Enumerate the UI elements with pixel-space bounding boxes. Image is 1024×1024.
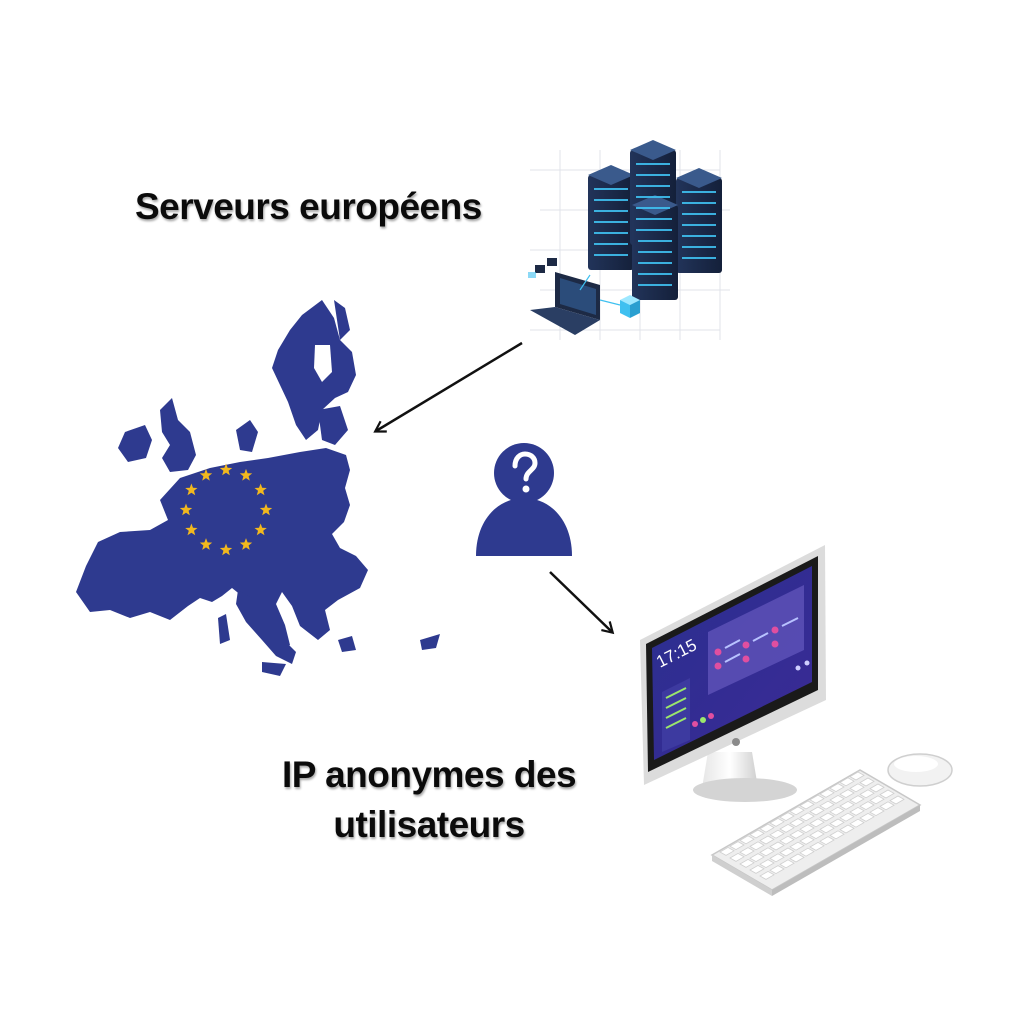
keyboard-key: [829, 794, 845, 804]
keyboard-icon: [710, 769, 922, 896]
desktop-computer-icon: [640, 545, 826, 802]
eu-stars: [179, 463, 273, 556]
keyboard-key: [799, 835, 815, 845]
keyboard-key: [739, 858, 755, 868]
keyboard-key: [829, 783, 845, 793]
keyboard-key: [759, 847, 775, 857]
eu-star-icon: [185, 523, 198, 536]
keyboard-key: [839, 812, 855, 822]
keyboard-key: [879, 789, 895, 799]
keyboard-key: [809, 841, 825, 851]
keyboard-key: [739, 835, 755, 845]
keyboard-key: [869, 807, 885, 817]
keyboard-key: [799, 824, 815, 834]
keyboard-key: [759, 859, 775, 869]
keyboard-key: [809, 830, 825, 840]
keyboard-key: [779, 847, 795, 857]
server-rack-icon: [528, 140, 730, 340]
keyboard-key: [779, 823, 795, 833]
keyboard-key: [729, 841, 745, 851]
keyboard-key: [799, 812, 815, 822]
eu-star-icon: [254, 523, 267, 536]
keyboard-key: [859, 789, 875, 799]
keyboard-key: [749, 864, 765, 874]
keyboard-key: [769, 865, 785, 875]
eu-star-icon: [199, 468, 213, 481]
keyboard-key: [819, 836, 835, 846]
keyboard-key: [849, 806, 865, 816]
keyboard-key: [749, 853, 765, 863]
eu-star-icon: [199, 538, 213, 550]
keyboard-key: [849, 818, 865, 828]
arrow-servers-to-europe: [373, 341, 523, 433]
eu-star-icon: [219, 543, 233, 556]
keyboard-key: [829, 818, 845, 828]
eu-star-icon: [239, 538, 253, 550]
keyboard-key: [839, 777, 855, 787]
keyboard-key: [779, 859, 795, 869]
keyboard-key: [799, 847, 815, 857]
keyboard-key: [889, 795, 905, 805]
label-anonymous-ip-line1: IP anonymes des: [282, 754, 577, 795]
eu-star-icon: [259, 503, 273, 516]
keyboard-key: [759, 870, 775, 880]
label-european-servers: Serveurs européens: [135, 186, 482, 227]
keyboard-key: [769, 853, 785, 863]
keyboard-key: [759, 823, 775, 833]
keyboard-key: [819, 824, 835, 834]
keyboard-key: [859, 777, 875, 787]
keyboard-key: [879, 801, 895, 811]
keyboard-key: [769, 841, 785, 851]
keyboard-key: [809, 806, 825, 816]
eu-star-icon: [179, 503, 193, 516]
keyboard-key: [819, 800, 835, 810]
keyboard-key: [829, 830, 845, 840]
keyboard-key: [849, 783, 865, 793]
keyboard-key: [739, 847, 755, 857]
eu-star-icon: [219, 463, 233, 476]
keyboard-key: [869, 795, 885, 805]
keyboard-key: [829, 806, 845, 816]
keyboard-key: [799, 800, 815, 810]
arrow-user-to-computer: [549, 571, 615, 635]
keyboard-key: [769, 817, 785, 827]
keyboard-key: [859, 812, 875, 822]
mouse-icon: [887, 753, 953, 787]
keyboard-key: [869, 783, 885, 793]
keyboard-key: [839, 800, 855, 810]
keyboard-key: [849, 771, 865, 781]
keyboard-key: [759, 835, 775, 845]
keyboard-key: [819, 788, 835, 798]
keyboard-key: [769, 829, 785, 839]
keyboard-key: [839, 824, 855, 834]
anonymous-user-icon: [476, 443, 572, 556]
keyboard-key: [789, 806, 805, 816]
keyboard-key: [859, 801, 875, 811]
keyboard-key: [729, 852, 745, 862]
keyboard-key: [819, 812, 835, 822]
keyboard-key: [809, 794, 825, 804]
eu-star-icon: [254, 483, 267, 496]
keyboard-key: [789, 829, 805, 839]
label-anonymous-ip: IP anonymes des utilisateurs: [282, 750, 577, 850]
keyboard-key: [749, 829, 765, 839]
keyboard-key: [719, 846, 735, 856]
eu-star-icon: [185, 483, 198, 496]
eu-star-icon: [239, 468, 253, 481]
label-anonymous-ip-line2: utilisateurs: [333, 804, 525, 845]
keyboard-key: [779, 812, 795, 822]
keyboard-key: [789, 818, 805, 828]
keyboard-key: [779, 835, 795, 845]
keyboard-key: [749, 841, 765, 851]
keyboard-key: [789, 841, 805, 851]
keyboard-key: [839, 789, 855, 799]
keyboard-key: [789, 853, 805, 863]
keyboard-key: [809, 818, 825, 828]
keyboard-key: [849, 795, 865, 805]
